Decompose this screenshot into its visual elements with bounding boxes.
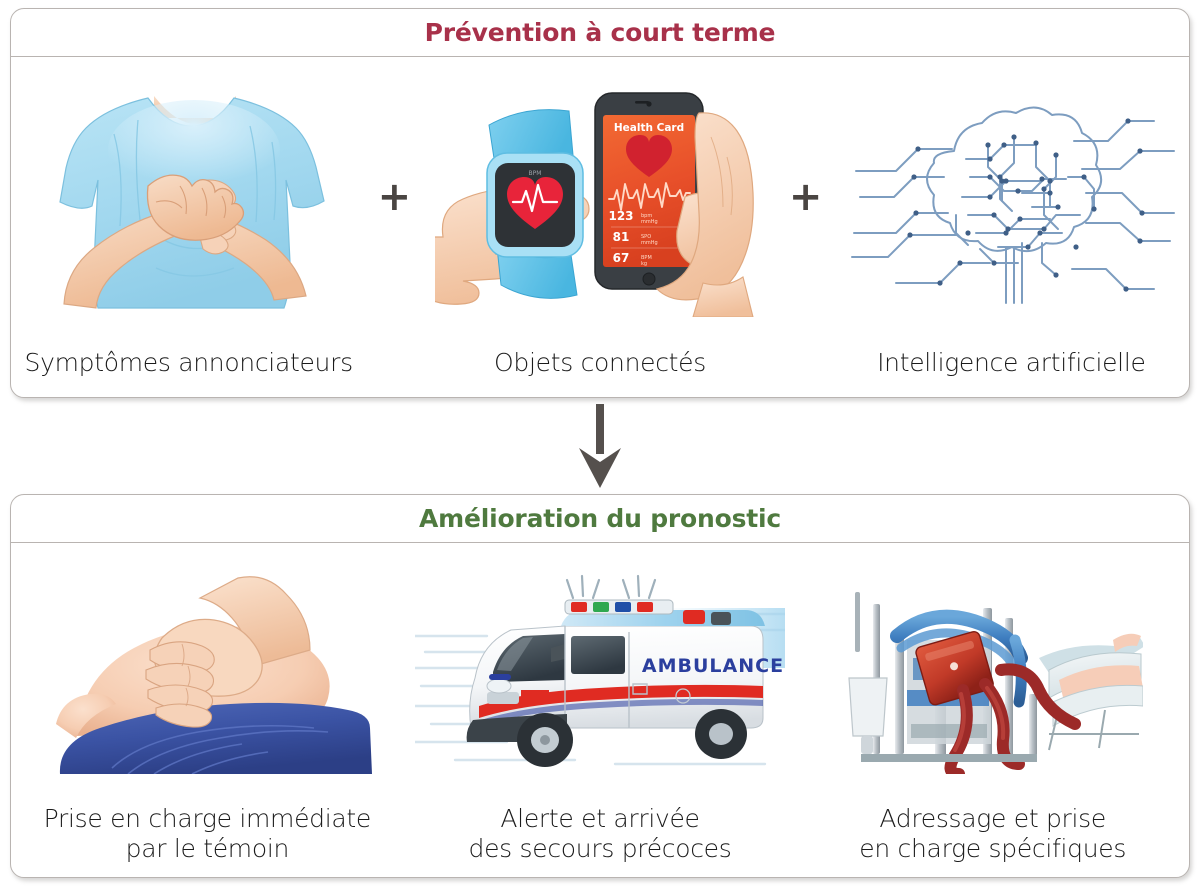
item-prise-en-charge-immediate: Prise en charge immédiate par le témoin: [11, 543, 404, 877]
caption-symptomes: Symptômes annonciateurs: [24, 347, 354, 377]
ambulance-illustration: AMBULANCE: [404, 543, 797, 804]
svg-text:mmHg: mmHg: [641, 240, 658, 246]
item-alerte-secours: AMBULANCE: [404, 543, 797, 877]
plus-separator-2: +: [788, 174, 823, 220]
phone-reading-value-1: 81: [613, 230, 630, 244]
panel-pronostic-header: Amélioration du pronostic: [11, 495, 1189, 543]
panel-prevention-title: Prévention à court terme: [424, 18, 776, 47]
cpr-chest-compression-illustration: [11, 543, 404, 804]
flow-arrow-container: [10, 398, 1190, 494]
right-hand: [655, 112, 754, 318]
item-adressage-prise-en-charge: Adressage et prise en charge spécifiques: [796, 543, 1189, 877]
smartphone: Health Card 123 bpm mmHg 81: [594, 92, 704, 290]
svg-text:BPM: BPM: [529, 170, 542, 177]
phone-reading-value-0: 123: [608, 209, 633, 223]
caption-objets-connectes: Objets connectés: [494, 347, 706, 377]
svg-text:bpm: bpm: [641, 213, 652, 219]
panel-pronostic: Amélioration du pronostic: [10, 494, 1190, 878]
connected-devices-illustration: BPM Health Card: [422, 57, 777, 348]
phone-app-title: Health Card: [614, 122, 684, 134]
caption-adressage-prise-en-charge: Adressage et prise en charge spécifiques: [859, 804, 1127, 863]
panel-pronostic-body: Prise en charge immédiate par le témoin: [11, 543, 1189, 877]
svg-text:kg: kg: [641, 261, 647, 267]
ai-circuit-brain-illustration: [834, 57, 1189, 348]
caption-intelligence-artificielle: Intelligence artificielle: [877, 347, 1146, 377]
plus-separator-1: +: [377, 174, 412, 220]
item-objets-connectes: BPM Health Card: [422, 57, 777, 397]
caption-prise-en-charge-immediate: Prise en charge immédiate par le témoin: [43, 804, 372, 863]
svg-text:SPO: SPO: [641, 234, 651, 240]
panel-pronostic-title: Amélioration du pronostic: [418, 504, 782, 533]
phone-reading-value-2: 67: [613, 251, 630, 265]
svg-text:mmHg: mmHg: [641, 219, 658, 225]
caption-alerte-secours: Alerte et arrivée des secours précoces: [468, 804, 732, 863]
panel-prevention-header: Prévention à court terme: [11, 9, 1189, 57]
emergency-light-bar: [564, 574, 731, 625]
item-symptomes: Symptômes annonciateurs: [11, 57, 366, 397]
ecmo-machine-patient-illustration: [796, 543, 1189, 804]
chest-pain-person-illustration: [11, 57, 366, 348]
svg-text:BPM: BPM: [641, 255, 652, 261]
item-intelligence-artificielle: Intelligence artificielle: [834, 57, 1189, 397]
down-arrow-icon: [579, 404, 621, 488]
panel-prevention: Prévention à court terme: [10, 8, 1190, 398]
ambulance-label: AMBULANCE: [642, 655, 784, 677]
panel-prevention-body: Symptômes annonciateurs +: [11, 57, 1189, 397]
